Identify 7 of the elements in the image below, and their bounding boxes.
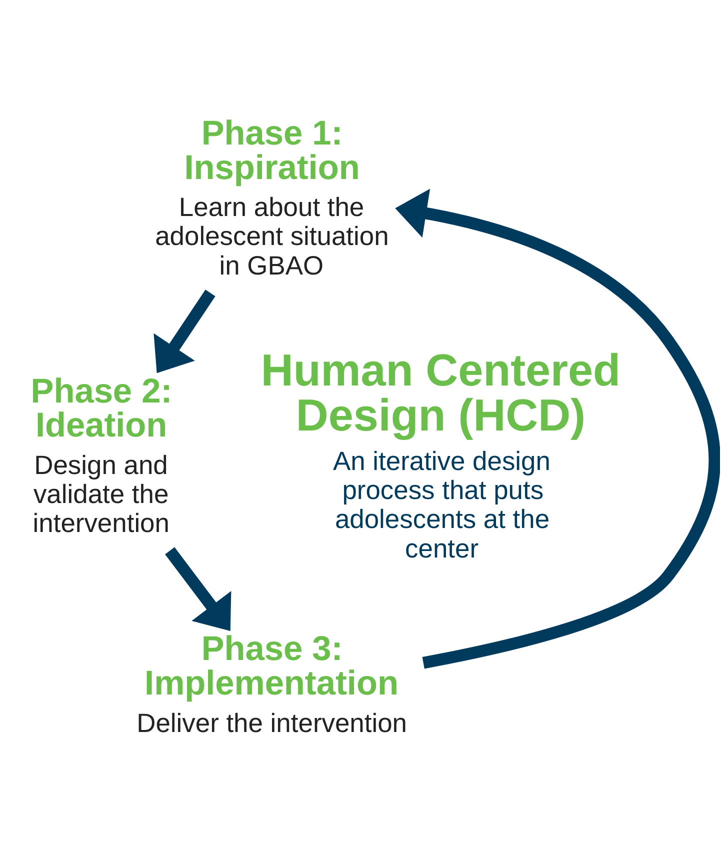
arrow — [394, 188, 720, 669]
node-text: Phase 2: Ideation Design and validate the intervention — [30, 372, 172, 538]
node-text: Human Centered Design (HCD) An iterative design process that puts adolescents at the center — [260, 344, 620, 564]
node-text: Phase 3: Implementation Deliver the intervention — [136, 630, 406, 738]
arrow — [164, 547, 231, 632]
node-text: Phase 1: Inspiration Learn about the adolescent situation in GBAO — [154, 114, 388, 280]
arrow — [153, 290, 215, 374]
